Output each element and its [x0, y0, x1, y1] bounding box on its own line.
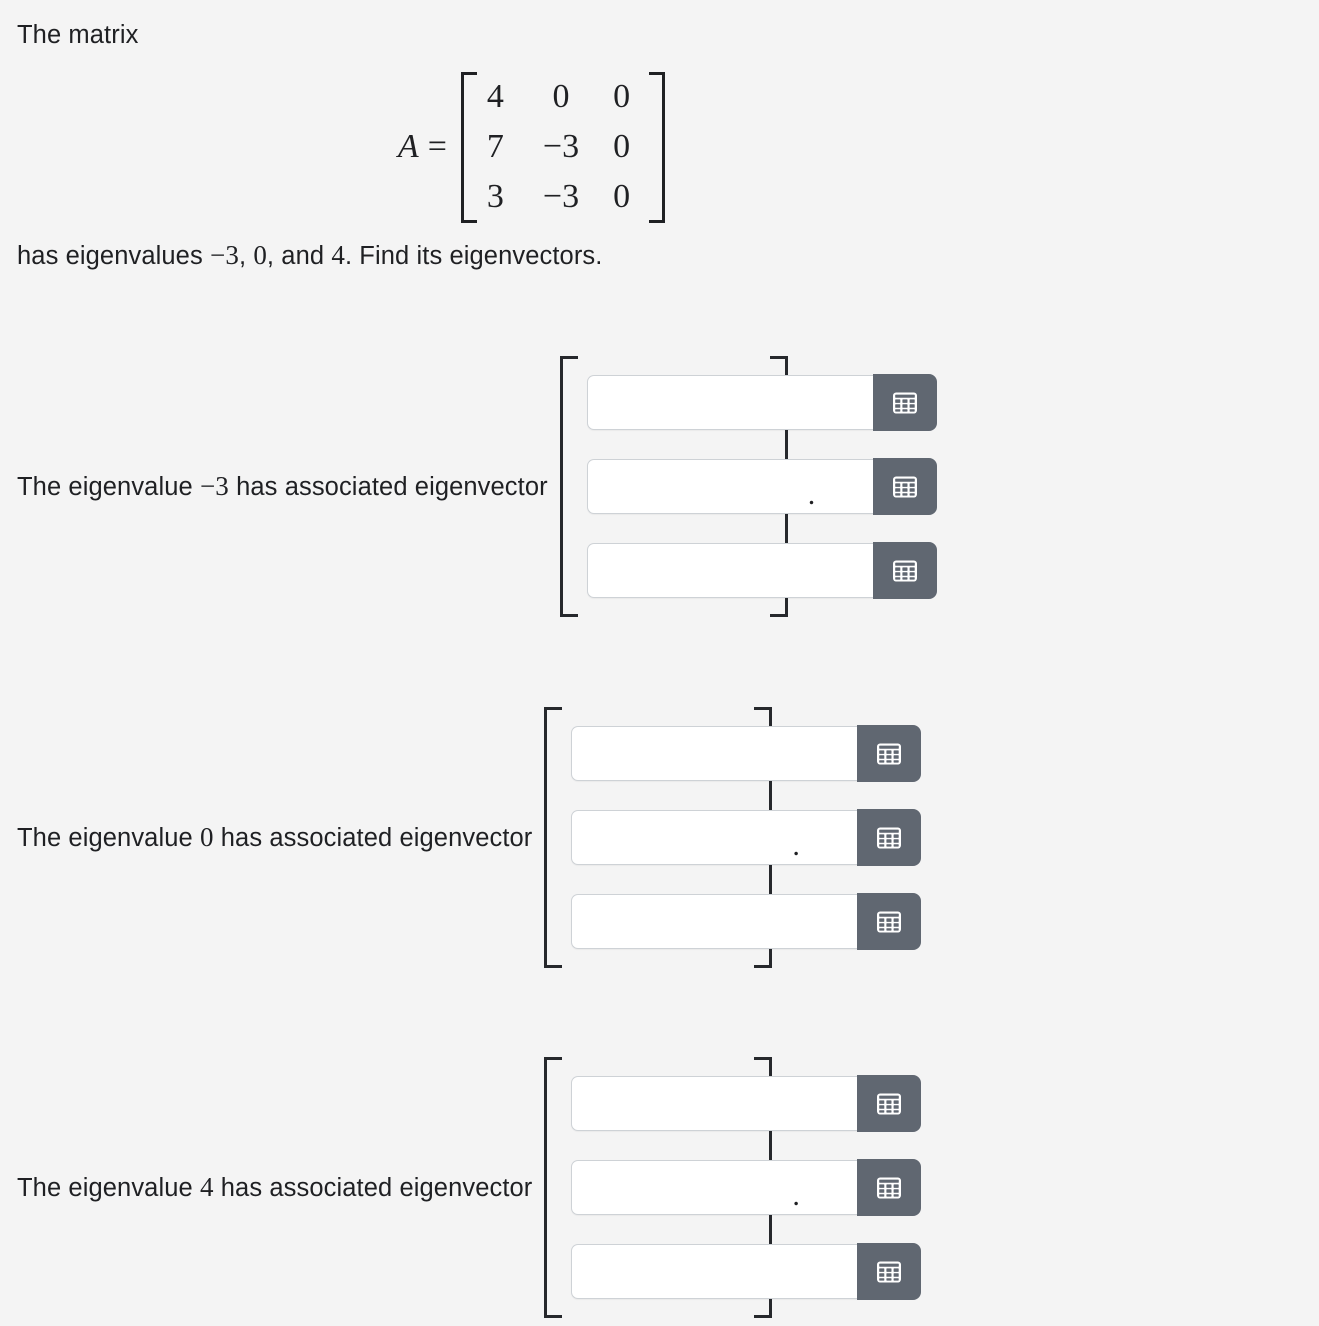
grid-keypad-button[interactable]	[857, 1075, 922, 1132]
matrix-cell: 3	[486, 178, 504, 216]
eigenvector-input-group-minus3	[559, 356, 937, 617]
eigenvector-input-component-3[interactable]	[571, 1244, 858, 1299]
eigenvector-input-group-zero	[544, 707, 922, 968]
statement-eigenvalue-2: 0	[253, 240, 267, 270]
eigenvalues-statement: has eigenvalues −3, 0, and 4. Find its e…	[17, 239, 602, 273]
grid-keypad-button[interactable]	[857, 809, 922, 866]
eigen-label-suffix: has associated eigenvector	[228, 472, 548, 501]
eigen-block-zero: The eigenvalue 0 has associated eigenvec…	[17, 707, 922, 968]
eigen-label-prefix: The eigenvalue	[17, 472, 200, 501]
eigenvector-input-component-2[interactable]	[586, 459, 873, 514]
eigenvector-input-component-1[interactable]	[586, 375, 873, 430]
eigenvector-input-component-2[interactable]	[571, 810, 858, 865]
statement-prefix: has eigenvalues	[17, 242, 210, 270]
vector-component-row	[586, 374, 937, 431]
vector-components	[586, 356, 937, 617]
vector-component-row	[571, 893, 922, 950]
matrix-cell: 0	[613, 178, 631, 216]
matrix-bracket-right	[649, 72, 666, 223]
grid-keypad-button[interactable]	[872, 374, 937, 431]
eigen-label-minus3: The eigenvalue −3 has associated eigenve…	[17, 470, 548, 504]
eigenvector-input-component-3[interactable]	[586, 543, 873, 598]
eigenvector-input-group-four	[544, 1057, 922, 1318]
vector-component-row	[586, 458, 937, 515]
matrix-cell: 0	[613, 78, 631, 115]
vector-component-row	[571, 1159, 922, 1216]
grid-keypad-icon	[892, 392, 917, 413]
eigen-label-suffix: has associated eigenvector	[213, 1173, 533, 1202]
eigen-label-value: −3	[199, 470, 229, 501]
vector-component-row	[571, 809, 922, 866]
grid-keypad-button[interactable]	[857, 893, 922, 950]
matrix-variable-A: A	[397, 128, 419, 166]
eigen-label-value: 4	[199, 1171, 214, 1202]
grid-keypad-icon	[877, 743, 902, 764]
matrix-cell: 7	[486, 128, 504, 166]
matrix-body: 4 0 0 7 −3 0 3 −3 0	[479, 72, 647, 223]
statement-separator-2: , and	[266, 242, 332, 270]
grid-keypad-icon	[877, 911, 902, 932]
matrix-cell: 0	[552, 78, 570, 115]
vector-component-row	[586, 542, 937, 599]
grid-keypad-button[interactable]	[872, 458, 937, 515]
grid-keypad-icon	[877, 1177, 902, 1198]
matrix-row: 4 0 0	[479, 72, 647, 122]
grid-keypad-button[interactable]	[857, 725, 922, 782]
matrix-equation: A = 4 0 0 7 −3 0 3 −3 0	[0, 72, 1319, 223]
vector-bracket-left	[544, 707, 563, 968]
matrix-row: 7 −3 0	[479, 122, 647, 172]
grid-keypad-icon	[877, 1261, 902, 1282]
eigenvector-input-component-3[interactable]	[571, 894, 858, 949]
grid-keypad-icon	[892, 560, 917, 581]
vector-component-row	[571, 725, 922, 782]
eigen-label-value: 0	[199, 821, 214, 852]
grid-keypad-icon	[877, 827, 902, 848]
eigen-label-suffix: has associated eigenvector	[213, 823, 533, 852]
grid-keypad-button[interactable]	[857, 1243, 922, 1300]
statement-eigenvalue-1: −3	[210, 240, 239, 270]
matrix-bracket-left	[460, 72, 477, 223]
eigen-block-minus3: The eigenvalue −3 has associated eigenve…	[17, 356, 937, 617]
vector-components	[571, 1057, 922, 1318]
eigenvector-input-component-1[interactable]	[571, 726, 858, 781]
matrix-cell: 4	[486, 78, 504, 115]
grid-keypad-button[interactable]	[857, 1159, 922, 1216]
vector-component-row	[571, 1075, 922, 1132]
eigen-label-four: The eigenvalue 4 has associated eigenvec…	[17, 1171, 532, 1205]
matrix-cell: 0	[613, 128, 631, 166]
eigen-label-prefix: The eigenvalue	[17, 823, 200, 852]
statement-suffix: . Find its eigenvectors.	[344, 242, 603, 270]
grid-keypad-icon	[877, 1093, 902, 1114]
matrix-cell: −3	[542, 128, 580, 166]
eigen-label-zero: The eigenvalue 0 has associated eigenvec…	[17, 821, 532, 855]
vector-bracket-left	[559, 356, 578, 617]
matrix-row: 3 −3 0	[479, 172, 647, 222]
grid-keypad-button[interactable]	[872, 542, 937, 599]
vector-bracket-left	[544, 1057, 563, 1318]
vector-components	[571, 707, 922, 968]
matrix-cell: −3	[542, 178, 580, 216]
eigen-label-prefix: The eigenvalue	[17, 1173, 200, 1202]
equals-sign: =	[427, 128, 447, 166]
eigenvector-input-component-2[interactable]	[571, 1160, 858, 1215]
eigenvector-input-component-1[interactable]	[571, 1076, 858, 1131]
intro-text: The matrix	[17, 21, 139, 49]
vector-component-row	[571, 1243, 922, 1300]
statement-eigenvalue-3: 4	[331, 240, 345, 270]
statement-separator-1: ,	[238, 242, 254, 270]
grid-keypad-icon	[892, 476, 917, 497]
eigen-block-four: The eigenvalue 4 has associated eigenvec…	[17, 1057, 922, 1318]
